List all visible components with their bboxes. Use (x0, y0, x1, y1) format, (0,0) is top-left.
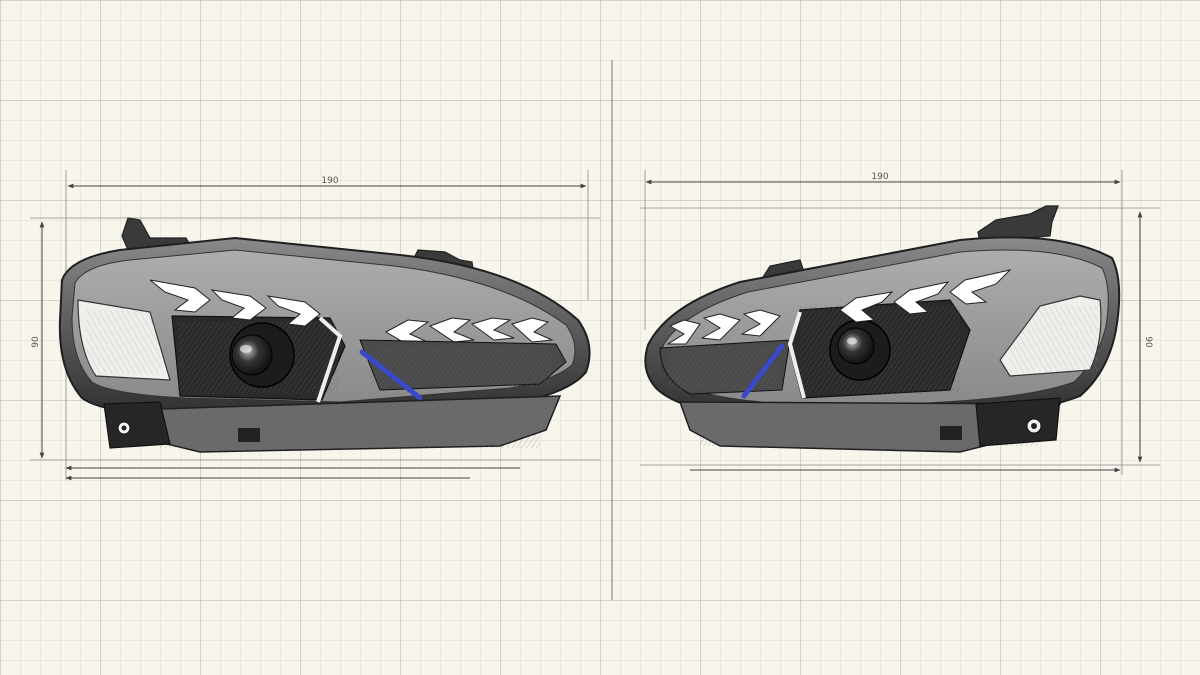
left-drl-chevrons (149, 279, 554, 347)
left-connector (103, 401, 171, 449)
left-blue-accent (359, 349, 423, 401)
right-chrome-trim (787, 311, 806, 399)
right-headlight-view: 190 90 (644, 172, 1153, 473)
right-width-label: 190 (871, 172, 888, 182)
left-projector-lens (231, 334, 273, 376)
right-blue-accent (741, 343, 785, 399)
left-headlight-view: 190 90 (31, 176, 591, 481)
right-connector (975, 397, 1061, 447)
right-projector-lens (837, 327, 875, 365)
right-height-label: 90 (1143, 336, 1153, 348)
left-width-label: 190 (321, 176, 338, 186)
left-height-label: 90 (31, 336, 41, 348)
right-drl-chevrons (666, 269, 1012, 345)
left-chrome-trim (316, 316, 343, 403)
